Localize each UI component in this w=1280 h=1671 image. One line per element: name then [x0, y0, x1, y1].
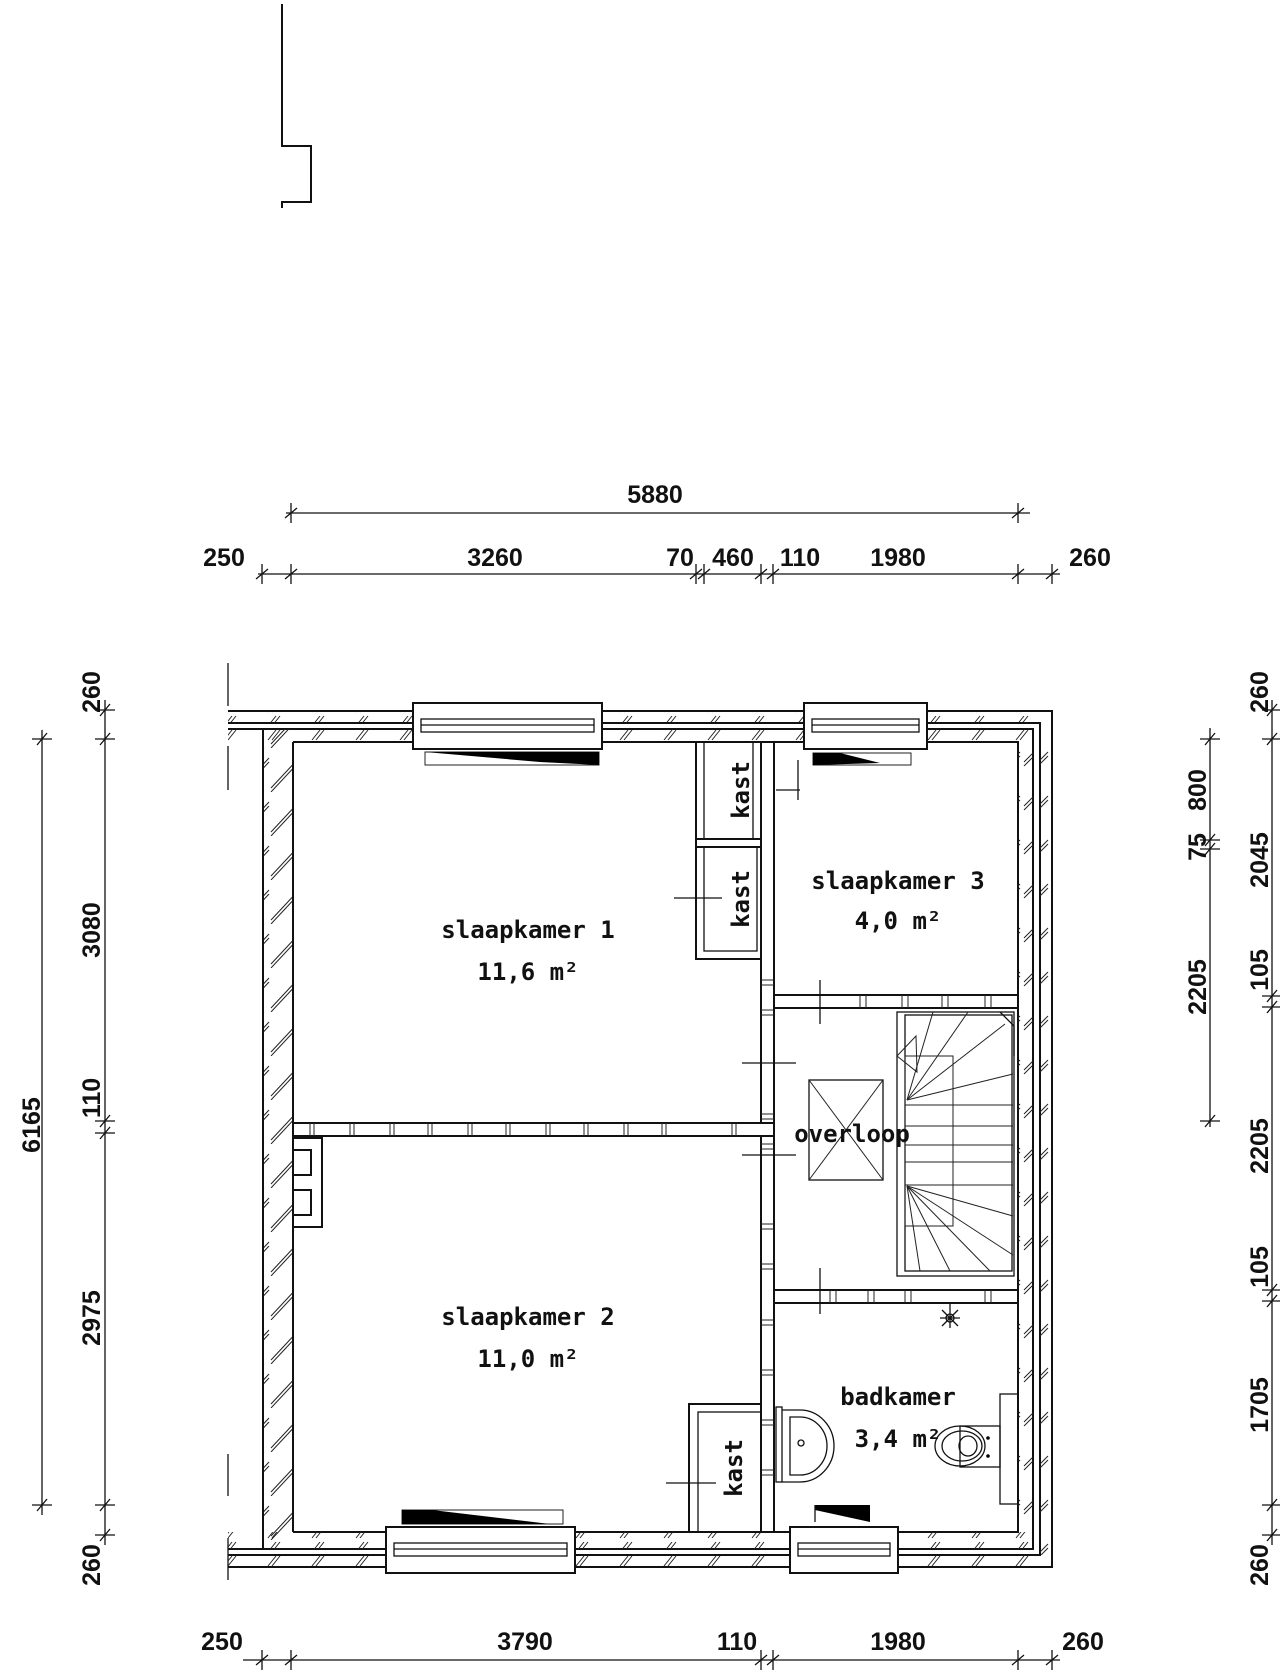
room-area: 4,0 m² — [855, 907, 942, 935]
window-slaapkamer-2 — [385, 1509, 576, 1574]
dim-top-5: 1980 — [870, 544, 926, 572]
dim-left-3: 2975 — [78, 1290, 106, 1346]
left-dimensions: 6165 260 3080 110 2975 260 — [18, 671, 115, 1586]
dim-left-0: 260 — [78, 671, 106, 713]
room-slaapkamer-2: slaapkamer 2 11,0 m² — [441, 1303, 614, 1373]
room-area: 11,0 m² — [477, 1345, 578, 1373]
dim-right-6: 260 — [1246, 1544, 1274, 1586]
dim-left-2: 110 — [78, 1078, 106, 1118]
dim-right-4: 105 — [1246, 1246, 1274, 1288]
room-slaapkamer-3: slaapkamer 3 4,0 m² — [811, 867, 984, 935]
bottom-dimensions: 250 3790 110 1980 260 — [201, 1628, 1104, 1670]
dim-left-1: 3080 — [78, 902, 106, 958]
dim-right-5: 1705 — [1246, 1377, 1274, 1433]
closets: kast kast kast — [666, 741, 762, 1533]
closet-label-3: kast — [720, 1439, 748, 1497]
room-name: slaapkamer 3 — [811, 867, 984, 895]
room-area: 11,6 m² — [477, 958, 578, 986]
top-dimensions: 5880 250 3260 70 460 110 1980 260 — [203, 481, 1111, 584]
room-slaapkamer-1: slaapkamer 1 11,6 m² — [441, 916, 614, 986]
dim-top-3: 460 — [712, 544, 754, 572]
dim-left-overall: 6165 — [18, 1097, 46, 1153]
window-badkamer — [789, 1505, 899, 1574]
window-slaapkamer-3 — [803, 702, 928, 766]
dim-bottom-3: 1980 — [870, 1628, 926, 1656]
dim-bottom-0: 250 — [201, 1628, 243, 1656]
dim-right-inner-1: 75 — [1184, 833, 1212, 861]
windows — [385, 702, 928, 1574]
room-labels: slaapkamer 1 11,6 m² slaapkamer 2 11,0 m… — [441, 867, 984, 1453]
washbasin-icon — [775, 1406, 835, 1483]
room-name: slaapkamer 2 — [441, 1303, 614, 1331]
dim-right-0: 260 — [1246, 671, 1274, 713]
window-slaapkamer-1 — [412, 702, 603, 766]
neighbour-outline — [281, 4, 312, 208]
dim-bottom-2: 110 — [717, 1628, 757, 1656]
dim-right-1: 2045 — [1246, 832, 1274, 888]
closet-label-1: kast — [727, 761, 755, 819]
room-badkamer: badkamer 3,4 m² — [840, 1383, 956, 1453]
ceiling-light-icon — [940, 1303, 960, 1328]
room-overloop: overloop — [794, 1120, 910, 1148]
dim-top-2: 70 — [666, 544, 694, 572]
staircase — [896, 1011, 1015, 1277]
closet-label-2: kast — [727, 870, 755, 928]
right-dimensions: 800 75 2205 260 2045 105 2205 105 1705 2… — [1184, 671, 1280, 1586]
dim-top-6: 260 — [1069, 544, 1111, 572]
bathroom-fixtures — [775, 1303, 1019, 1505]
dim-bottom-4: 260 — [1062, 1628, 1104, 1656]
loft-hatch — [808, 1079, 884, 1181]
dim-right-inner-0: 800 — [1184, 769, 1212, 811]
room-name: overloop — [794, 1120, 910, 1148]
dim-right-inner-2: 2205 — [1184, 959, 1212, 1015]
interior-walls — [292, 741, 1019, 1533]
room-area: 3,4 m² — [855, 1425, 942, 1453]
room-name: badkamer — [840, 1383, 956, 1411]
dim-top-overall: 5880 — [627, 481, 683, 509]
dim-right-2: 105 — [1246, 949, 1274, 991]
dim-bottom-1: 3790 — [497, 1628, 553, 1656]
room-name: slaapkamer 1 — [441, 916, 614, 944]
dim-right-3: 2205 — [1246, 1118, 1274, 1174]
dim-top-0: 250 — [203, 544, 245, 572]
toilet-icon — [934, 1393, 1019, 1505]
dim-left-4: 260 — [78, 1544, 106, 1586]
dim-top-4: 110 — [780, 544, 820, 572]
dim-top-1: 3260 — [467, 544, 523, 572]
